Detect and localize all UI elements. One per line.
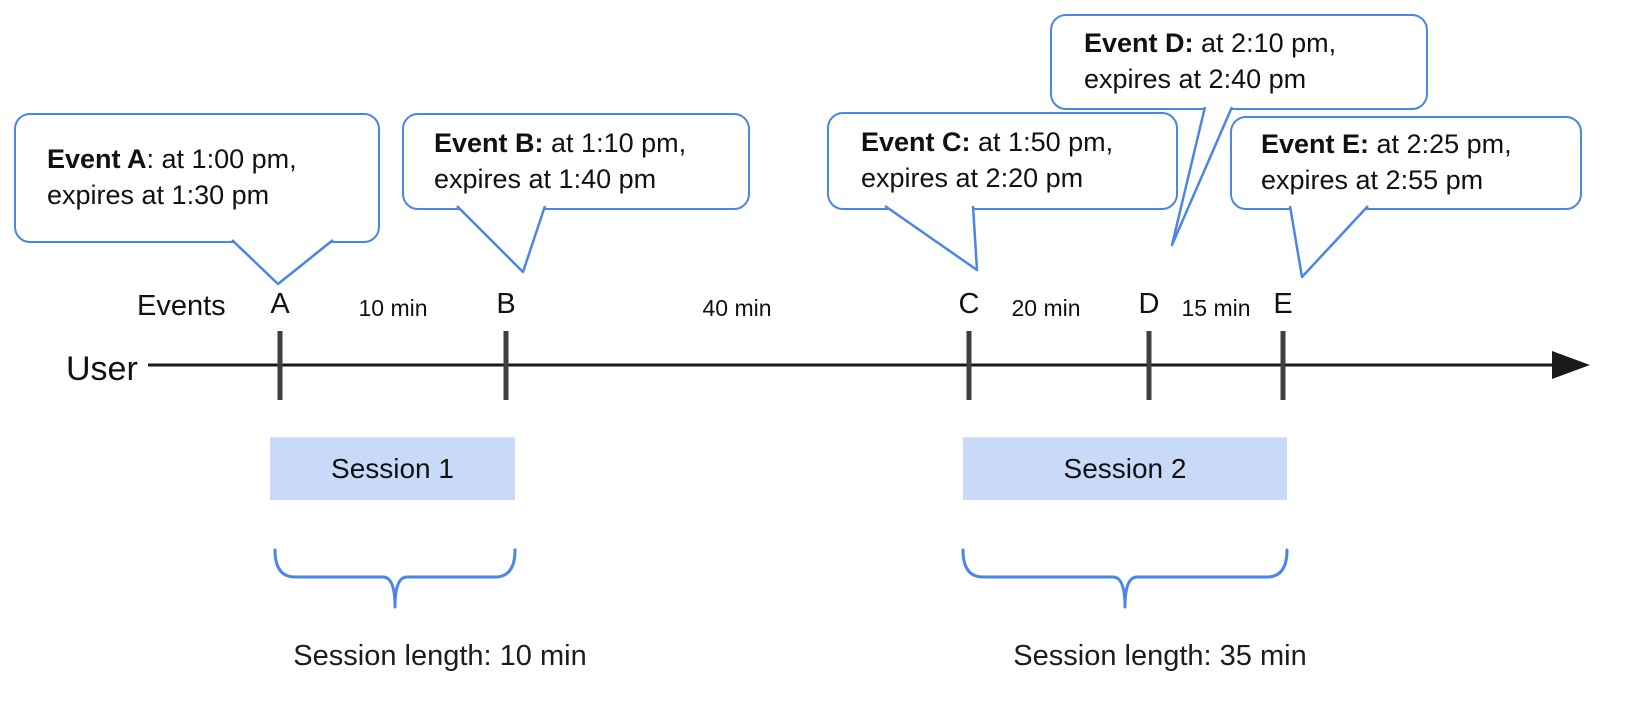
event-e-line2: expires at 2:55 pm <box>1261 165 1484 195</box>
event-a-callout-tail <box>231 239 334 286</box>
session1-label: Session 1 <box>331 453 454 484</box>
event-c-line2: expires at 2:20 pm <box>861 163 1084 193</box>
tick-label-d: D <box>1138 288 1160 320</box>
event-a-line2: expires at 1:30 pm <box>47 180 270 210</box>
event-a-line1: Event A: at 1:00 pm, <box>47 144 297 175</box>
event-d-callout: Event D: at 2:10 pm, expires at 2:40 pm <box>1050 14 1428 110</box>
tick-label-c: C <box>958 288 980 320</box>
tick-label-b: B <box>496 288 516 320</box>
session2-label: Session 2 <box>1063 453 1187 484</box>
session1-length-caption: Session length: 10 min <box>293 640 587 672</box>
tick-label-e: E <box>1273 288 1293 320</box>
timeline-arrowhead-icon <box>1552 351 1590 379</box>
event-b-line2: expires at 1:40 pm <box>434 163 657 194</box>
event-d-line1: Event D: at 2:10 pm, <box>1084 28 1337 59</box>
session2-brace <box>961 548 1289 609</box>
event-c-line1: Event C: at 1:50 pm, <box>861 127 1114 158</box>
event-c-callout-tail <box>884 204 979 272</box>
event-c-callout: Event C: at 1:50 pm, expires at 2:20 pm <box>827 112 1178 210</box>
session2-bar: Session 2 <box>963 437 1287 500</box>
event-b-callout-tail <box>456 205 547 274</box>
events-axis-label: Events <box>137 290 226 322</box>
event-d-line2: expires at 2:40 pm <box>1084 64 1307 94</box>
gap-label-20min: 20 min <box>1011 295 1081 321</box>
event-e-line1: Event E: at 2:25 pm, <box>1261 129 1512 160</box>
event-e-callout-tail <box>1288 205 1369 279</box>
gap-label-40min: 40 min <box>702 295 772 321</box>
tick-label-a: A <box>270 288 290 320</box>
event-b-callout: Event B: at 1:10 pm, expires at 1:40 pm <box>402 113 750 210</box>
event-e-callout: Event E: at 2:25 pm, expires at 2:55 pm <box>1230 116 1582 210</box>
event-a-callout: Event A: at 1:00 pm, expires at 1:30 pm <box>14 113 380 243</box>
session1-bar: Session 1 <box>270 437 515 500</box>
session1-brace <box>273 548 517 609</box>
event-b-line1: Event B: at 1:10 pm, <box>434 127 687 158</box>
gap-label-10min: 10 min <box>358 295 428 321</box>
gap-label-15min: 15 min <box>1181 295 1251 321</box>
session2-length-caption: Session length: 35 min <box>1013 640 1307 672</box>
event-d-callout-tail <box>1170 106 1234 247</box>
user-axis-label: User <box>66 350 138 388</box>
